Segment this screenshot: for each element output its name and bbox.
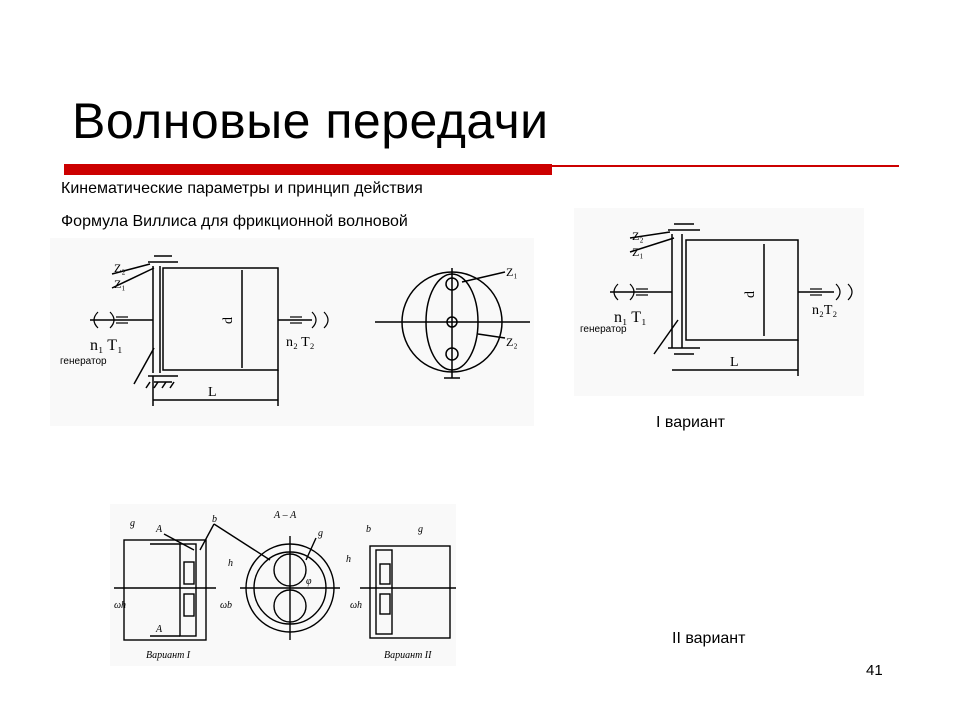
L-label: L xyxy=(208,385,217,400)
d-label: d xyxy=(743,291,758,298)
n2-t2-label: n₂ T₂ xyxy=(286,335,315,350)
generator-label: генератор xyxy=(580,324,627,335)
L-label: L xyxy=(730,355,739,370)
b-label: b xyxy=(212,514,217,525)
h-right-label: h xyxy=(346,554,351,565)
subtitle-willis-formula: Формула Виллиса для фрикционной волновой xyxy=(61,213,408,230)
aa-section-label: А – А xyxy=(273,510,297,521)
circle-z1-label: Z₁ xyxy=(506,265,518,279)
phi-label: φ xyxy=(306,576,312,587)
h-label: h xyxy=(228,558,233,569)
slide-title: Волновые передачи xyxy=(72,93,549,149)
variant-one-caption: I вариант xyxy=(656,414,726,431)
wh-label: ωh xyxy=(114,600,126,611)
title-underline-thick xyxy=(64,164,552,175)
circle-z2-label: Z₂ xyxy=(506,335,518,349)
d-label: d xyxy=(221,317,236,324)
z1-label: Z₁ xyxy=(632,245,644,259)
n1-t1-label: n₁ T₁ xyxy=(90,337,123,354)
n1-t1-label: n₁ T₁ xyxy=(614,309,647,326)
wh-right-label: ωh xyxy=(350,600,362,611)
variant2-label: Вариант II xyxy=(384,650,432,661)
wave-gear-diagram-right: Z₂ Z₁ n₁ T₁ n₂T₂ генератор d L xyxy=(574,208,864,396)
b-right-label: b xyxy=(366,524,371,535)
title-underline-thin xyxy=(552,165,899,167)
a-bottom-label: A xyxy=(155,624,163,635)
wave-gear-diagram-left: Z₂ Z₁ n₁ T₁ n₂ T₂ генератор d L Z₁ Z₂ xyxy=(50,238,534,426)
z2-label: Z₂ xyxy=(632,229,644,243)
wb-label: ωb xyxy=(220,600,232,611)
n2-t2-label: n₂T₂ xyxy=(812,303,837,318)
a-top-label: A xyxy=(155,524,163,535)
g-center-label: g xyxy=(318,528,323,539)
g-label: g xyxy=(130,518,135,529)
g-right-label: g xyxy=(418,524,423,535)
subtitle-kinematics: Кинематические параметры и принцип дейст… xyxy=(61,180,423,197)
variant-two-caption: II вариант xyxy=(672,630,746,647)
wave-gear-diagram-bottom: g A b А – А g h ωh ωb A φ Вариант I Вари… xyxy=(110,504,456,666)
page-number: 41 xyxy=(866,662,883,679)
generator-label: генератор xyxy=(60,356,107,367)
z1-label: Z₁ xyxy=(114,277,126,291)
z2-label: Z₂ xyxy=(114,261,126,275)
variant1-label: Вариант I xyxy=(146,650,191,661)
